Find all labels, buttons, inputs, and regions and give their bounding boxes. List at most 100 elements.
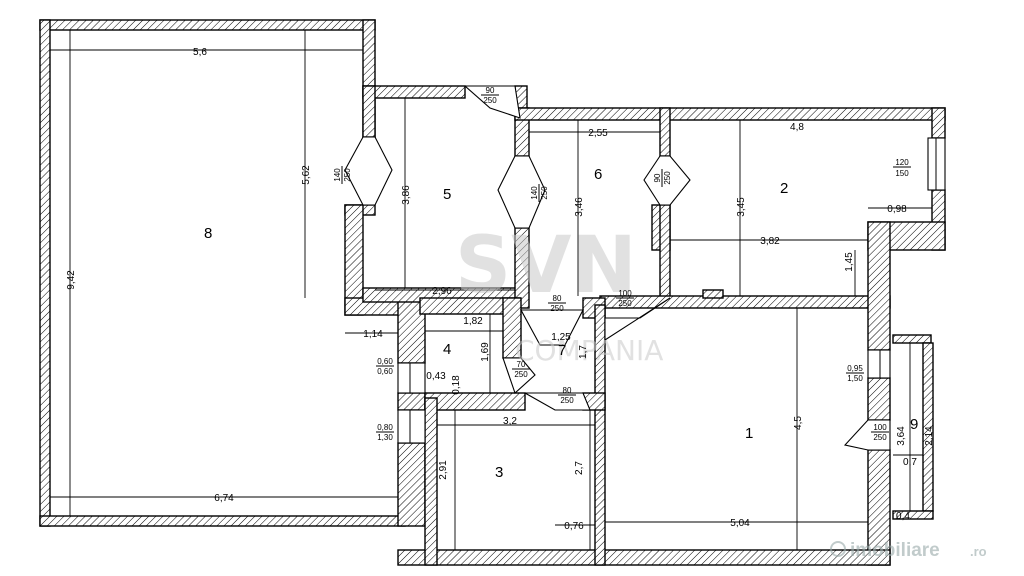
- opening-top: 90: [653, 173, 662, 182]
- doors: [344, 85, 891, 451]
- opening-top: 70: [517, 360, 526, 369]
- wall: [702, 289, 724, 299]
- opening-bottom: 1,50: [847, 374, 863, 383]
- dim-label: 1,7: [578, 345, 589, 359]
- dim-label: 0,43: [426, 371, 446, 382]
- dim-label: 0,18: [451, 375, 462, 395]
- opening-bottom: 150: [895, 169, 909, 178]
- wall: [39, 19, 51, 527]
- dim-label: 0,76: [564, 521, 584, 532]
- opening-top: 100: [618, 289, 632, 298]
- dim-label: 1,82: [463, 316, 483, 327]
- door-5-6: [497, 155, 546, 229]
- door-4: [502, 357, 536, 394]
- opening-bottom: 250: [514, 370, 528, 379]
- door-6-2: [643, 155, 691, 206]
- window-1: [867, 349, 891, 379]
- watermark-brand: SVN: [455, 221, 637, 311]
- dim-label: 3,45: [736, 197, 747, 217]
- opening-top: 80: [553, 294, 562, 303]
- dim-label: 2,91: [438, 460, 449, 480]
- wall: [659, 107, 671, 157]
- site-logo: imobiliare .ro: [830, 540, 987, 561]
- opening-bottom: 0,60: [377, 367, 393, 376]
- dim-label: 4,8: [790, 122, 804, 133]
- opening-top: 100: [873, 423, 887, 432]
- dim-label: 3,64: [896, 426, 907, 446]
- opening-bottom: 250: [540, 186, 549, 200]
- opening-bottom: 250: [343, 168, 352, 182]
- dim-label: 5,6: [193, 47, 207, 58]
- opening-bottom: 250: [618, 299, 632, 308]
- window-8a: [397, 362, 426, 394]
- opening-bottom: 250: [663, 171, 672, 185]
- opening-bottom: 250: [873, 433, 887, 442]
- windows: [397, 137, 946, 444]
- dim-label: 9,42: [66, 270, 77, 290]
- dimension-lines: [50, 30, 932, 550]
- room-label-6: 6: [594, 166, 602, 183]
- dim-label: 4,5: [793, 416, 804, 430]
- watermark: SVN COMPANIA: [455, 221, 663, 367]
- wall: [397, 549, 891, 566]
- wall: [867, 221, 891, 351]
- door-7-top: [520, 309, 584, 346]
- dim-label: 0,98: [887, 204, 907, 215]
- opening-top: 140: [530, 186, 539, 200]
- wall: [397, 442, 426, 527]
- wall: [362, 85, 466, 99]
- dim-label: 1,25: [551, 332, 571, 343]
- logo-text: imobiliare: [850, 540, 940, 561]
- dim-label: 3,2: [503, 416, 517, 427]
- dim-label: 0,4: [896, 511, 910, 522]
- opening-bottom: 250: [550, 304, 564, 313]
- opening-top: 0,95: [847, 364, 863, 373]
- door-1-9: [843, 419, 891, 451]
- dim-label: 1,14: [363, 329, 383, 340]
- opening-top: 90: [486, 86, 495, 95]
- logo-suffix: .ro: [970, 544, 987, 559]
- dim-label: 1,69: [480, 342, 491, 362]
- wall: [892, 334, 932, 344]
- dim-label: 2,14: [924, 426, 935, 446]
- wall: [39, 19, 376, 31]
- walls: [39, 19, 946, 566]
- door-3: [522, 392, 591, 411]
- door-5: [344, 136, 393, 206]
- room-labels: 1 2 3 4 5 6 7 8 9: [204, 166, 918, 481]
- wall: [362, 85, 376, 138]
- wall: [39, 515, 406, 527]
- wall: [867, 377, 891, 421]
- dim-label: 1,45: [844, 252, 855, 272]
- opening-labels: 90 250 140 250 140 250 90 250 120 150 80…: [333, 86, 911, 442]
- dim-label: 6,74: [214, 493, 234, 504]
- dim-label: 3,86: [401, 185, 412, 205]
- opening-top: 120: [895, 158, 909, 167]
- opening-bottom: 250: [483, 96, 497, 105]
- opening-top: 80: [563, 386, 572, 395]
- wall: [892, 510, 934, 520]
- wall: [599, 295, 891, 309]
- dim-label: 3,46: [574, 197, 585, 217]
- wall: [514, 107, 946, 121]
- opening-bottom: 250: [560, 396, 574, 405]
- opening-top: 0,60: [377, 357, 393, 366]
- opening-bottom: 1,30: [377, 433, 393, 442]
- wall: [594, 304, 606, 566]
- room-label-3: 3: [495, 464, 503, 481]
- door-7-right: [604, 297, 671, 342]
- window-8b: [397, 409, 426, 444]
- opening-top: 140: [333, 168, 342, 182]
- wall: [397, 392, 426, 411]
- wall: [659, 204, 671, 299]
- room-label-1: 1: [745, 425, 753, 442]
- dim-label: 2,7: [574, 461, 585, 475]
- dim-label: 3,82: [760, 236, 780, 247]
- wall: [931, 107, 946, 139]
- watermark-sub: COMPANIA: [515, 334, 663, 367]
- room-label-8: 8: [204, 225, 212, 242]
- opening-top: 0,80: [377, 423, 393, 432]
- room-label-5: 5: [443, 186, 451, 203]
- room-label-9: 9: [910, 416, 918, 433]
- dim-label: 5,62: [301, 165, 312, 185]
